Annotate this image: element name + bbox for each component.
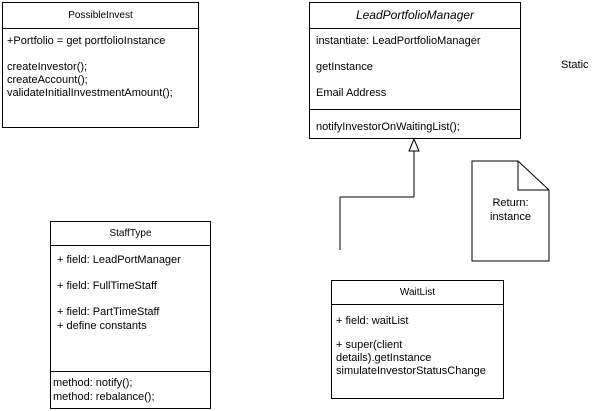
class-title: PossibleInvest xyxy=(3,3,198,29)
wait-list-class[interactable]: WaitList + field: waitList + super(clien… xyxy=(331,280,504,399)
attribute: getInstance xyxy=(316,61,373,73)
method: method: notify(); xyxy=(53,377,133,389)
class-title: LeadPortfolioManager xyxy=(310,3,520,29)
compartment-divider xyxy=(51,371,210,372)
method: createAccount(); xyxy=(7,74,88,86)
inheritance-arrowhead xyxy=(408,137,420,152)
attribute: +Portfolio = get portfolioInstance xyxy=(7,35,166,47)
note-shape xyxy=(471,160,550,262)
method: + super(client xyxy=(336,339,403,351)
method: validateInitialInvestmentAmount(); xyxy=(7,87,173,99)
method: method: rebalance(); xyxy=(53,391,155,403)
note-text: Return: xyxy=(492,197,529,209)
field: + field: PartTimeStaff xyxy=(57,306,160,318)
class-title: WaitList xyxy=(332,281,503,305)
compartment-divider xyxy=(310,109,520,110)
field: + field: LeadPortManager xyxy=(57,254,181,266)
attribute: instantiate: LeadPortfolioManager xyxy=(316,35,481,47)
class-title: StaffType xyxy=(51,222,210,246)
method: details).getInstance xyxy=(336,352,432,364)
note-text: instance xyxy=(490,211,531,223)
lead-portfolio-manager-class[interactable]: LeadPortfolioManager instantiate: LeadPo… xyxy=(309,2,521,139)
note-fold xyxy=(517,161,549,191)
method: notifyInvestorOnWaitingList(); xyxy=(316,121,460,133)
method: createInvestor(); xyxy=(7,61,88,73)
field: + field: FullTimeStaff xyxy=(57,280,157,292)
possible-invest-class[interactable]: PossibleInvest +Portfolio = get portfoli… xyxy=(2,2,199,128)
method: simulateInvestorStatusChange xyxy=(336,365,486,377)
field: + field: waitList xyxy=(336,315,409,327)
static-label: Static xyxy=(561,59,589,71)
staff-type-class[interactable]: StaffType + field: LeadPortManager + fie… xyxy=(50,221,211,409)
attribute: Email Address xyxy=(316,87,387,99)
field: + define constants xyxy=(57,320,147,332)
